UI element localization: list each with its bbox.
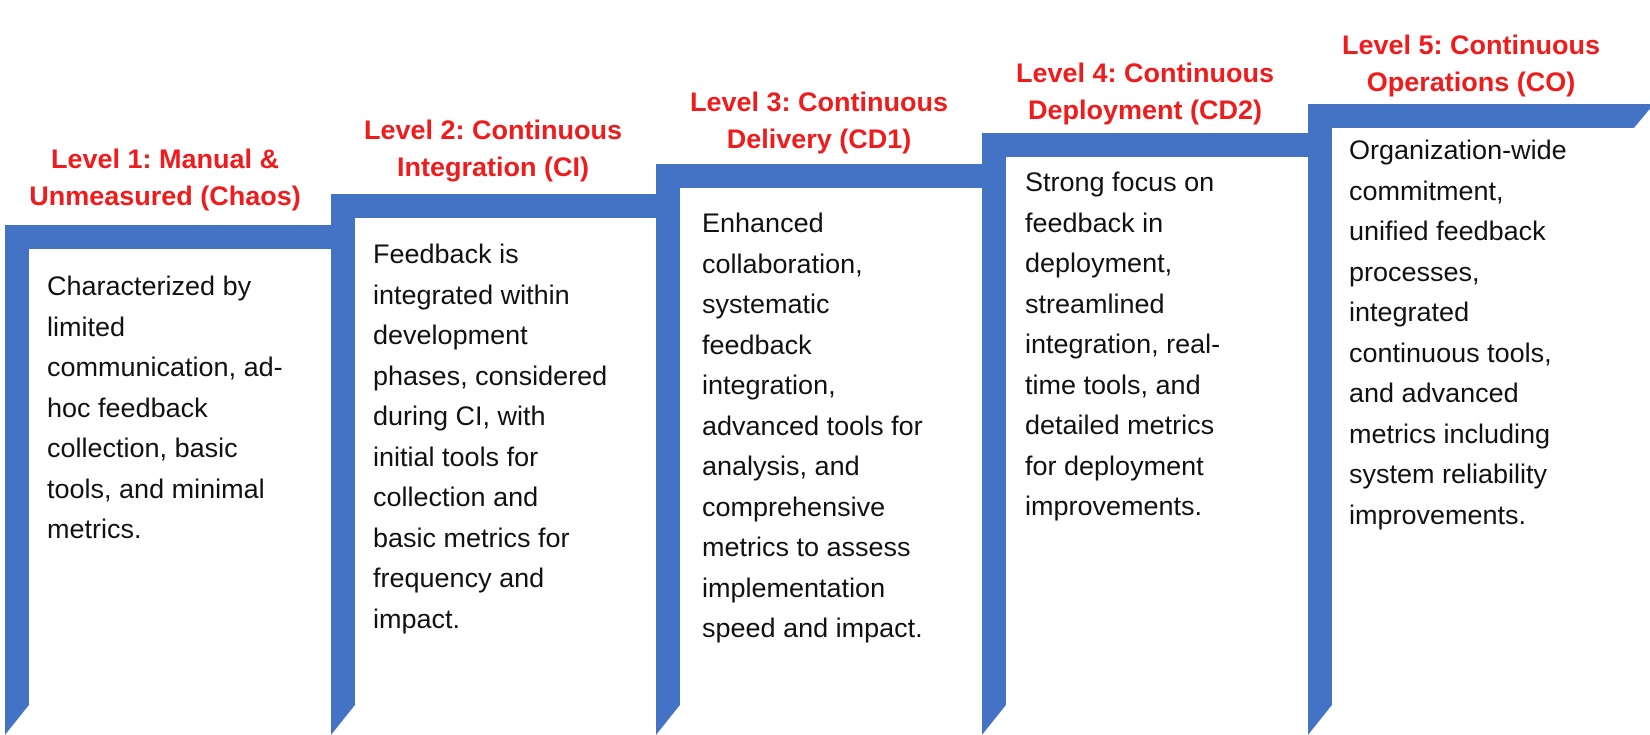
level-4-title-line-1: Level 4: Continuous [1015, 58, 1275, 88]
level-4-desc-line: deployment, [1025, 248, 1173, 278]
level-3-title: Level 3: Continuous Delivery (CD1) [656, 84, 982, 158]
level-2-title-line-2: Integration (CI) [397, 152, 589, 182]
level-2-desc-line: collection and [373, 482, 539, 512]
level-5-desc-line: Organization-wide [1349, 135, 1567, 165]
level-4-desc-line: detailed metrics [1025, 410, 1215, 440]
level-1-desc-line: Characterized by [47, 271, 252, 301]
level-1-title-line-1: Level 1: Manual & [50, 144, 280, 174]
level-3-desc-line: advanced tools for [702, 410, 923, 441]
level-3-desc-line: speed and impact. [702, 613, 923, 643]
level-5-desc-line: metrics including [1349, 418, 1551, 449]
level-3-description: Enhanced collaboration, systematic feedb… [702, 203, 923, 649]
level-4-desc-line: time tools, and [1025, 369, 1201, 400]
level-5-title-line-1: Level 5: Continuous [1341, 30, 1601, 60]
level-1-desc-line: hoc feedback [47, 392, 208, 423]
level-1-desc-line: tools, and minimal [47, 473, 265, 504]
level-4-desc-line: Strong focus on [1025, 167, 1215, 197]
level-4-step-column [982, 133, 1006, 735]
level-4-desc-line: improvements. [1025, 491, 1203, 521]
level-2-desc-line: impact. [373, 603, 461, 634]
level-2-step-column [331, 194, 355, 735]
level-1-step-bar [5, 225, 351, 249]
level-5-desc-line: and advanced [1349, 378, 1519, 408]
level-4-step-bar [982, 133, 1328, 157]
level-3-desc-line: analysis, and [702, 451, 860, 481]
level-2-title-line-1: Level 2: Continuous [363, 115, 623, 145]
level-1-title: Level 1: Manual & Unmeasured (Chaos) [0, 141, 330, 215]
level-2-description: Feedback is integrated within developmen… [373, 234, 607, 639]
level-4-title-line-2: Deployment (CD2) [1027, 95, 1263, 125]
level-5-title: Level 5: Continuous Operations (CO) [1308, 27, 1634, 101]
level-2-desc-line: initial tools for [373, 441, 539, 472]
level-2-desc-line: frequency and [373, 563, 545, 593]
level-5-title-line-2: Operations (CO) [1366, 67, 1576, 97]
level-3-desc-line: collaboration, [702, 248, 863, 279]
level-2-desc-line: integrated within [373, 279, 570, 310]
level-2-desc-line: development [373, 320, 528, 350]
level-2-desc-line: phases, considered [373, 360, 608, 391]
level-5-desc-line: system reliability [1349, 459, 1548, 489]
level-5-desc-line: processes, [1349, 256, 1480, 287]
level-3-desc-line: integration, [702, 370, 836, 400]
level-5-desc-line: commitment, [1349, 175, 1504, 206]
level-3-step-column [656, 164, 680, 735]
level-3-desc-line: systematic [702, 289, 830, 319]
level-5-desc-line: unified feedback [1349, 216, 1546, 246]
level-5-desc-line: continuous tools, [1349, 337, 1552, 368]
level-2-desc-line: basic metrics for [373, 522, 570, 553]
level-3-desc-line: metrics to assess [702, 532, 911, 562]
level-4-desc-line: streamlined [1025, 288, 1165, 319]
level-3-title-line-1: Level 3: Continuous [689, 87, 949, 117]
level-4-desc-line: for deployment [1025, 450, 1204, 481]
level-4-title: Level 4: Continuous Deployment (CD2) [982, 55, 1308, 129]
level-3-desc-line: feedback [702, 329, 812, 360]
level-1-desc-line: communication, ad- [47, 352, 283, 382]
level-1-desc-line: limited [47, 311, 126, 342]
level-3-desc-line: Enhanced [702, 208, 824, 238]
level-5-desc-line: improvements. [1349, 499, 1527, 530]
level-5-step-column [1308, 104, 1332, 735]
level-5-desc-line: integrated [1349, 297, 1470, 327]
level-1-desc-line: collection, basic [47, 433, 238, 463]
level-2-title: Level 2: Continuous Integration (CI) [330, 112, 656, 186]
level-2-step-bar [331, 194, 677, 218]
level-3-step-bar [656, 164, 1002, 188]
level-4-desc-line: feedback in [1025, 207, 1164, 238]
level-5-step-bar [1308, 104, 1650, 128]
level-5-description: Organization-wide commitment, unified fe… [1349, 130, 1567, 535]
level-1-desc-line: metrics. [47, 514, 142, 544]
level-1-description: Characterized by limited communication, … [47, 266, 283, 550]
level-1-step-column [5, 225, 29, 735]
level-3-desc-line: comprehensive [702, 491, 886, 522]
level-4-description: Strong focus on feedback in deployment, … [1025, 162, 1220, 527]
level-2-desc-line: Feedback is [373, 239, 519, 269]
level-1-title-line-2: Unmeasured (Chaos) [29, 181, 301, 211]
level-4-desc-line: integration, real- [1025, 329, 1221, 359]
level-3-desc-line: implementation [702, 572, 886, 603]
level-3-title-line-2: Delivery (CD1) [726, 124, 912, 154]
level-2-desc-line: during CI, with [373, 401, 546, 431]
